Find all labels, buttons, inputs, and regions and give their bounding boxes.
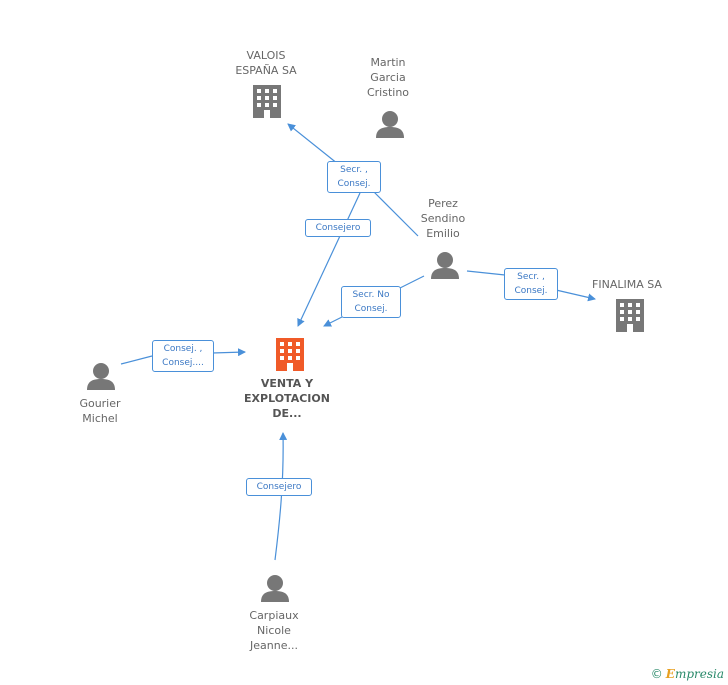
brand-initial: E	[665, 667, 675, 681]
node-label-carpiaux[interactable]: Carpiaux Nicole Jeanne...	[236, 608, 312, 653]
edge-label-line: Consej.	[354, 304, 388, 314]
edge-label-perez-main[interactable]: Secr. No Consej.	[341, 286, 401, 318]
label-line: VENTA Y	[260, 377, 314, 390]
label-line: Nicole	[257, 624, 291, 637]
label-line: EXPLOTACION	[244, 392, 330, 405]
label-line: VALOIS	[246, 49, 286, 62]
label-line: Gourier	[79, 397, 121, 410]
node-label-main[interactable]: VENTA Y EXPLOTACION DE...	[234, 376, 340, 421]
label-line: Emilio	[426, 227, 460, 240]
edge-label-martin-valois[interactable]: Secr. , Consej.	[327, 161, 381, 193]
label-line: Jeanne...	[250, 639, 298, 652]
label-line: Cristino	[366, 86, 410, 99]
edge-label-line: Consej. ,	[163, 344, 203, 354]
edge-carpiaux-main	[274, 432, 288, 561]
edge-label-line: Secr. No	[352, 290, 390, 300]
edge-label-line: Secr. ,	[340, 165, 368, 175]
empresia-brand[interactable]: ©Empresia	[651, 667, 724, 681]
label-line: FINALIMA SA	[592, 278, 662, 291]
node-label-valois[interactable]: VALOIS ESPAÑA SA	[224, 48, 308, 78]
edge-label-martin-main[interactable]: Consejero	[305, 219, 371, 237]
person-icon	[376, 111, 404, 138]
main-company-icon	[276, 338, 304, 371]
label-line: Carpiaux	[249, 609, 299, 622]
person-icon	[431, 252, 459, 279]
edge-perez-finalima	[466, 270, 595, 299]
label-line: Sendino	[420, 212, 466, 225]
edge-label-line: Consej....	[162, 358, 204, 368]
edge-gourier-main	[120, 352, 245, 365]
label-line: DE...	[272, 407, 302, 420]
edge-martin-main	[297, 192, 361, 327]
brand-rest: mpresia	[674, 667, 724, 681]
label-line: Martin	[370, 56, 406, 69]
label-line: Perez	[428, 197, 458, 210]
person-icon	[87, 363, 115, 390]
edge-label-line: Secr. ,	[517, 272, 545, 282]
edge-label-gourier-main[interactable]: Consej. , Consej....	[152, 340, 214, 372]
node-label-martin[interactable]: Martin Garcia Cristino	[350, 55, 426, 100]
edge-perez-martin-link	[373, 191, 419, 237]
label-line: ESPAÑA SA	[235, 64, 297, 77]
copyright-symbol: ©	[650, 667, 663, 681]
building-icon	[253, 85, 281, 118]
label-line: Garcia	[370, 71, 406, 84]
edge-label-carpiaux-main[interactable]: Consejero	[246, 478, 312, 496]
node-label-gourier[interactable]: Gourier Michel	[62, 396, 138, 426]
edge-label-line: Consej.	[514, 286, 548, 296]
building-icon	[616, 299, 644, 332]
edge-label-line: Consej.	[337, 179, 371, 189]
label-line: Michel	[82, 412, 118, 425]
edge-label-line: Consejero	[256, 482, 302, 492]
node-label-finalima[interactable]: FINALIMA SA	[586, 277, 668, 292]
edge-label-perez-finalima[interactable]: Secr. , Consej.	[504, 268, 558, 300]
edge-label-line: Consejero	[315, 223, 361, 233]
person-icon	[261, 575, 289, 602]
node-label-perez[interactable]: Perez Sendino Emilio	[405, 196, 481, 241]
